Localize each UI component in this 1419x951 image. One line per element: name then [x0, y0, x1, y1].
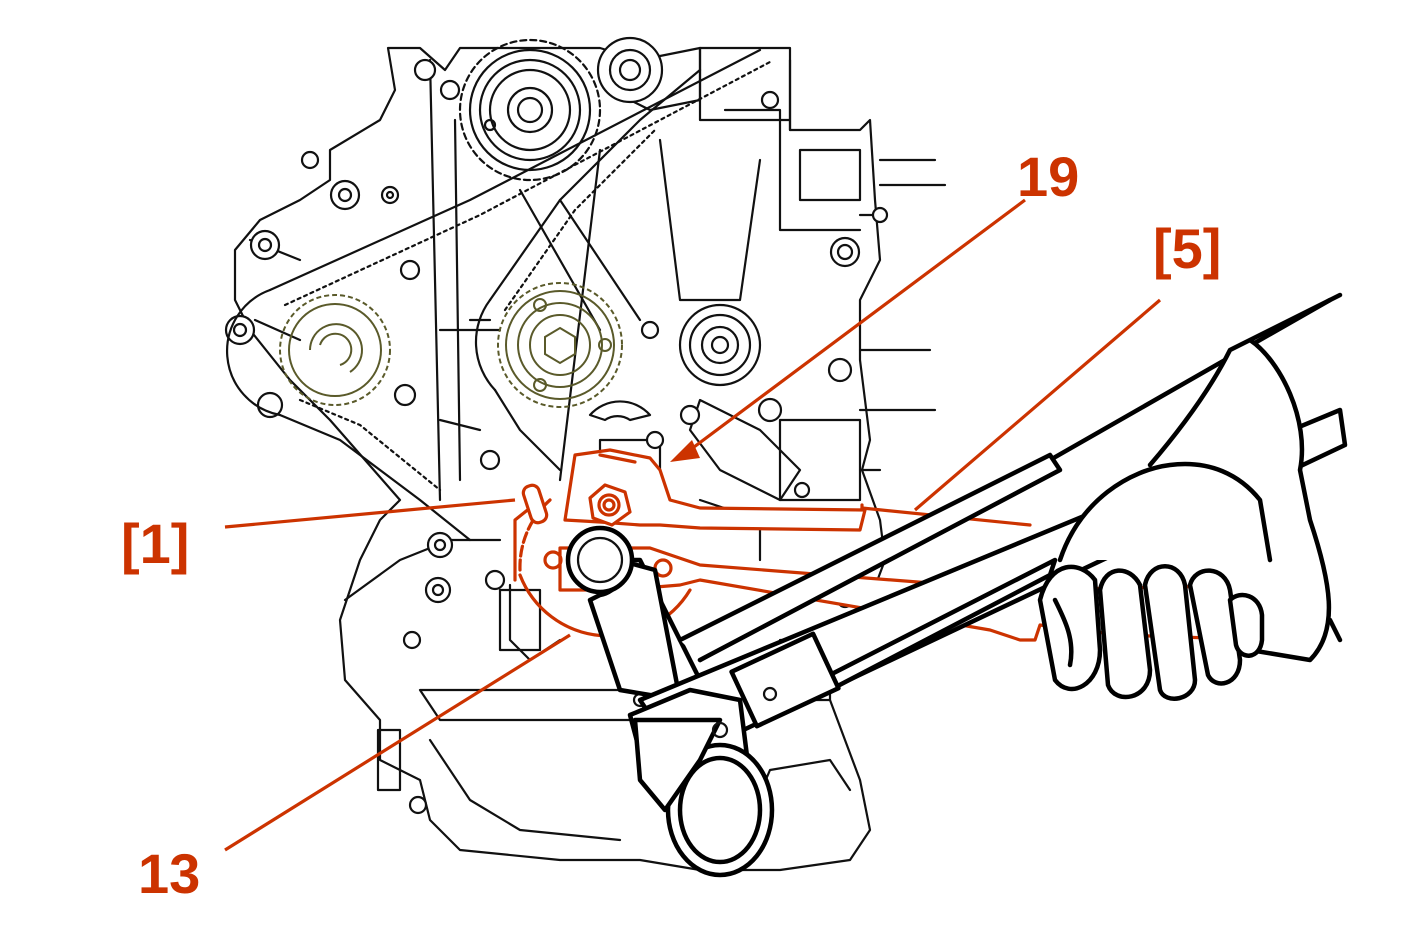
water-pump-pulley [678, 303, 762, 387]
leader-19 [689, 198, 1026, 452]
leader-19-arrowhead [670, 440, 700, 462]
leader-13 [224, 633, 571, 852]
injection-pump-sprocket [279, 294, 391, 406]
callout-13: 13 [138, 842, 200, 905]
callout-5: [5] [1153, 217, 1221, 280]
leader-1 [224, 498, 516, 529]
pump-segment [588, 400, 652, 422]
pulley-bolt-red [588, 483, 632, 527]
leader-5 [913, 298, 1162, 512]
engine-bolts [224, 58, 889, 815]
callout-1: [1] [121, 512, 189, 575]
technician-hand [1037, 292, 1343, 701]
tensioner-sprocket [497, 282, 623, 408]
callout-19: 19 [1017, 145, 1079, 208]
socket-drive [632, 717, 775, 878]
callout-leaders [224, 198, 1162, 852]
idler-pulley-top [596, 36, 664, 104]
camshaft-sprocket [458, 38, 602, 182]
lock-pin-1 [521, 483, 549, 525]
timing-belt [225, 48, 772, 542]
breaker-bar-extension [565, 525, 703, 703]
